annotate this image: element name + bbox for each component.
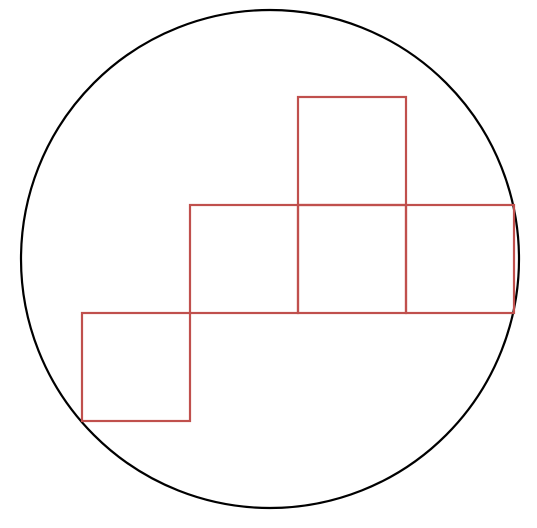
outer-circle (19, 8, 521, 510)
square-5 (404, 203, 516, 315)
square-2 (188, 203, 300, 315)
square-4 (296, 203, 408, 315)
squares-group (80, 95, 516, 423)
square-1 (80, 311, 192, 423)
square-3 (296, 95, 408, 207)
